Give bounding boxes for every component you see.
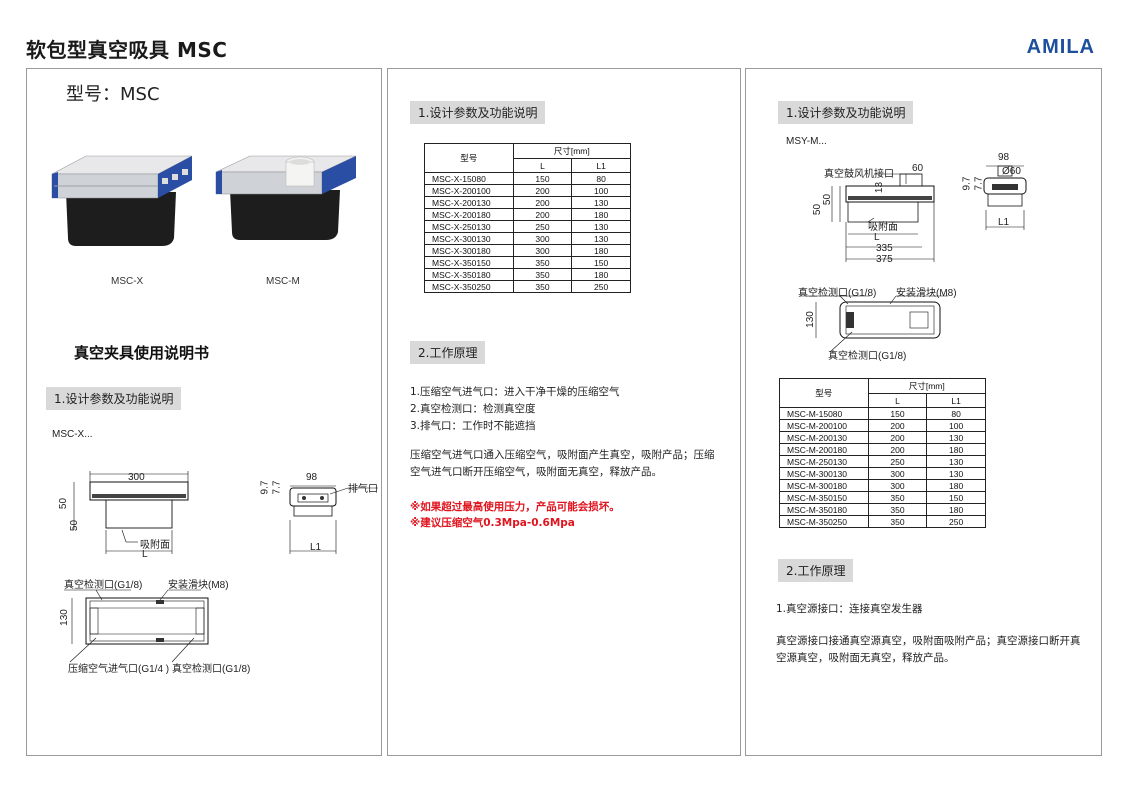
- sub-label: MSC-X...: [52, 429, 93, 440]
- working-principle-item: 1.真空源接口：连接真空发生器: [776, 603, 923, 615]
- dim-335: 335: [876, 243, 893, 254]
- dim-60: 60: [912, 163, 924, 174]
- product-image-msc-x: [51, 155, 193, 246]
- dim-L: L: [142, 549, 148, 560]
- drawing-side-view-m: [983, 165, 1027, 230]
- table-header-size: 尺寸[mm]: [512, 142, 632, 160]
- label-suction-face: 吸附面: [868, 222, 898, 233]
- table-header-L1: L1: [571, 158, 631, 173]
- label-vacuum-port: 真空检测口(G1/8): [798, 288, 877, 299]
- table-header-L: L: [512, 158, 573, 173]
- dim-L1: L1: [310, 542, 322, 553]
- table-header-L1: L1: [926, 393, 986, 408]
- table-header-model: 型号: [779, 378, 869, 408]
- brand-logo: AMILA: [1026, 36, 1095, 58]
- label-vacuum-port: 真空检测口(G1/8): [64, 580, 143, 591]
- product-image-msc-m: [215, 155, 357, 240]
- dim-50-b: 50: [812, 203, 824, 216]
- dim-13: 13: [874, 181, 886, 194]
- dim-130: 130: [58, 609, 70, 626]
- image-caption-msc-x: MSC-X: [111, 276, 144, 287]
- table-header-L: L: [867, 393, 928, 408]
- dim-300: 300: [128, 472, 145, 483]
- image-caption-msc-m: MSC-M: [266, 276, 300, 287]
- label-suction-face: 吸附面: [140, 540, 170, 551]
- dim-9-7: 9.7: [259, 480, 271, 495]
- middle-panel: [387, 68, 741, 756]
- drawing-top-view: [64, 589, 209, 663]
- label-slider: 安装滑块(M8): [896, 288, 957, 299]
- dim-L1: L1: [998, 217, 1010, 228]
- section-heading: 1.设计参数及功能说明: [46, 387, 182, 410]
- left-panel: [26, 68, 382, 756]
- label-vacuum-port-2: 真空检测口(G1/8): [172, 664, 251, 675]
- warning-pressure: ※如果超过最高使用压力，产品可能会损坏。: [410, 501, 620, 513]
- section-heading: 2.工作原理: [410, 341, 486, 364]
- label-air-inlet: 压缩空气进气口(G1/4 ): [68, 664, 170, 675]
- dim-9-7: 9.7: [961, 176, 973, 191]
- table-header-model: 型号: [424, 143, 514, 173]
- dim-50-b: 50: [69, 519, 81, 532]
- drawing-top-view-m: [800, 295, 948, 353]
- manual-title: 真空夹具使用说明书: [74, 344, 210, 362]
- right-panel: [745, 68, 1102, 756]
- section-heading: 1.设计参数及功能说明: [410, 101, 546, 124]
- sub-label: MSY-M...: [786, 136, 827, 147]
- section-heading: 1.设计参数及功能说明: [778, 101, 914, 124]
- working-principle-paragraph: 真空源接口接通真空源真空，吸附面吸附产品；真空源接口断开真空源真空，吸附面无真空…: [776, 635, 1081, 664]
- table-header-size: 尺寸[mm]: [867, 377, 987, 395]
- label-fan-port: 真空鼓风机接口: [824, 169, 894, 180]
- working-principle-paragraph: 压缩空气进气口通入压缩空气，吸附面产生真空，吸附产品；压缩空气进气口断开压缩空气…: [410, 449, 715, 478]
- list-item: 2.真空检测口：检测真空度: [410, 403, 536, 415]
- page-title: 软包型真空吸具 MSC: [26, 38, 228, 62]
- dim-50-a: 50: [822, 193, 834, 206]
- list-item: 1.压缩空气进气口：进入干净干燥的压缩空气: [410, 386, 620, 398]
- drawing-front-view-m: [831, 173, 935, 262]
- dim-130: 130: [804, 311, 816, 328]
- model-label: 型号：MSC: [66, 84, 160, 105]
- label-vacuum-port-2: 真空检测口(G1/8): [828, 351, 907, 362]
- dim-L: L: [874, 232, 880, 243]
- label-slider: 安装滑块(M8): [168, 580, 229, 591]
- warning-recommended: ※建议压缩空气0.3Mpa-0.6Mpa: [410, 517, 575, 529]
- dim-375: 375: [876, 254, 893, 265]
- dim-50-a: 50: [58, 497, 70, 510]
- dim-7-7: 7.7: [271, 480, 283, 495]
- dim-7-7: 7.7: [973, 176, 985, 191]
- dim-98: 98: [306, 472, 318, 483]
- dim-98: 98: [998, 152, 1010, 163]
- working-principle-list: 1.压缩空气进气口：进入干净干燥的压缩空气 2.真空检测口：检测真空度 3.排气…: [410, 384, 730, 435]
- drawing-front-view: [73, 471, 189, 554]
- list-item: 3.排气口：工作时不能遮挡: [410, 420, 536, 432]
- section-heading: 2.工作原理: [778, 559, 854, 582]
- dim-diameter-60: Ø60: [1002, 166, 1021, 177]
- label-exhaust: 排气口: [348, 484, 378, 495]
- drawing-side-view: [289, 485, 378, 554]
